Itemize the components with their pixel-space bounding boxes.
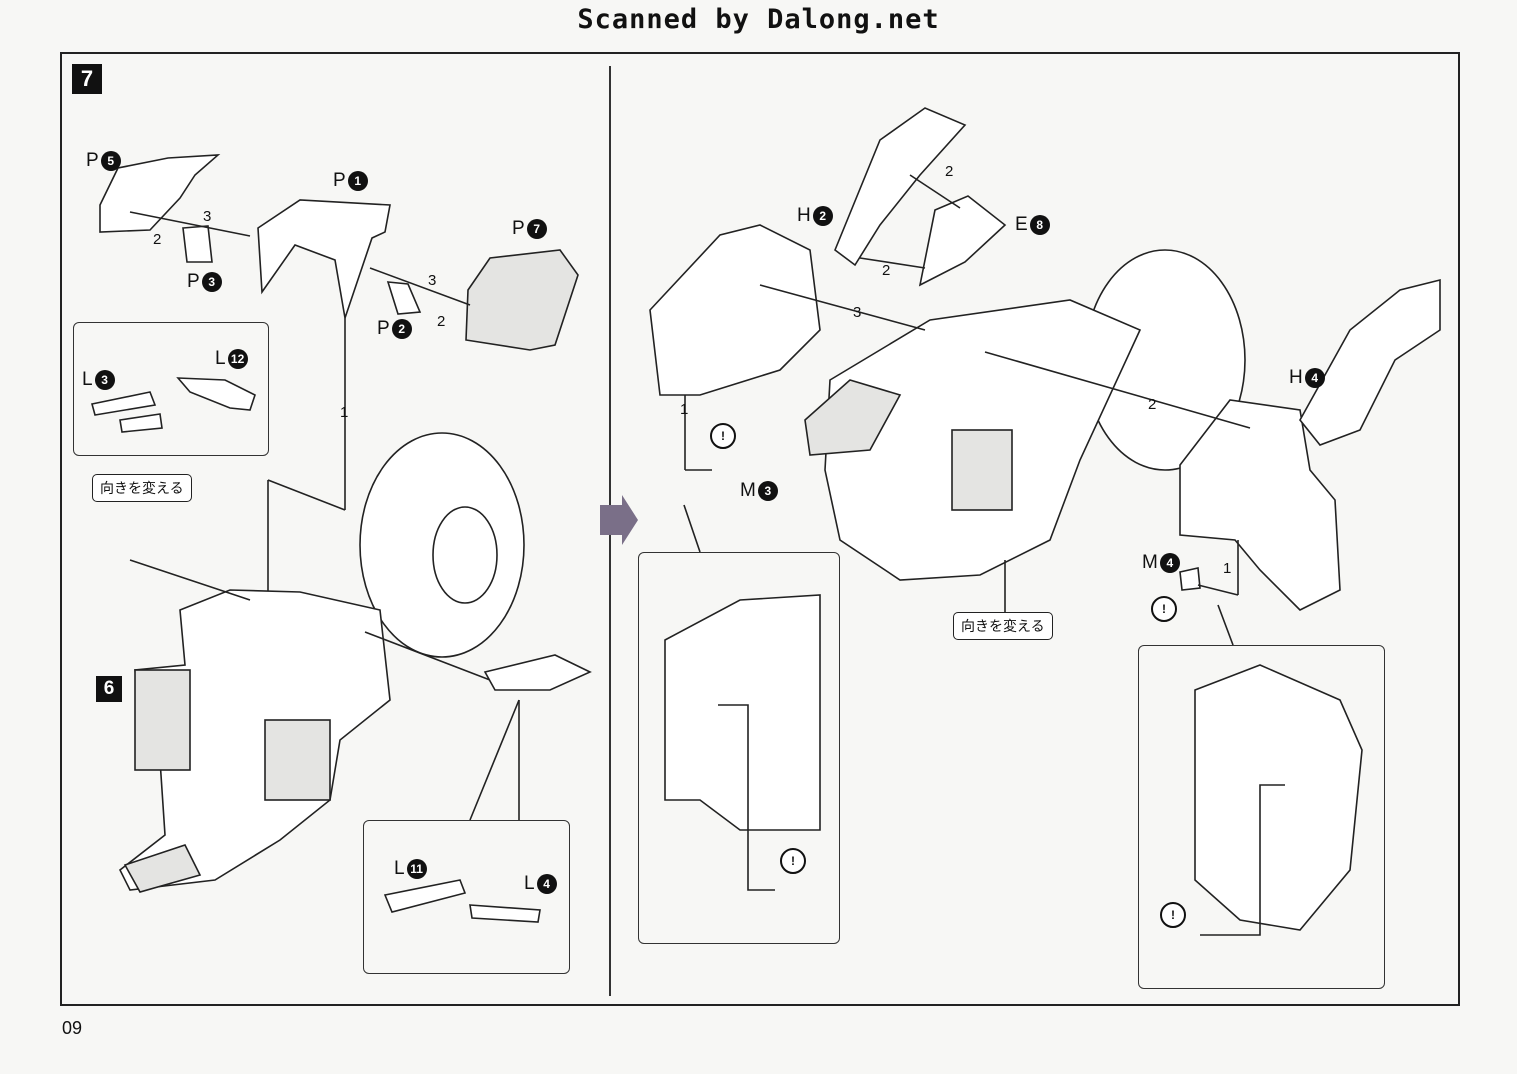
watermark: Scanned by Dalong.net	[577, 4, 940, 35]
caution-icon: !	[1160, 902, 1186, 928]
seq-mark: 3	[853, 304, 862, 321]
caution-icon: !	[710, 423, 736, 449]
seq-mark: 2	[1148, 396, 1157, 413]
seq-mark: 3	[428, 272, 437, 289]
left-fins	[134, 669, 191, 771]
part-p1-shape	[257, 199, 391, 319]
sub-step-number: 6	[96, 676, 122, 702]
part-p3-shape	[182, 225, 213, 263]
part-e8-shape	[918, 195, 1007, 287]
part-h4-housing	[1179, 399, 1341, 611]
orientation-note-right: 向きを変える	[953, 612, 1053, 640]
stage-arrow	[600, 495, 638, 545]
orientation-note-left: 向きを変える	[92, 474, 192, 502]
part-h2-shape	[834, 107, 967, 267]
inset-l3-l12	[73, 322, 269, 456]
inset-m3	[638, 552, 840, 944]
part-p2-shape	[386, 281, 422, 315]
inset-l11-l4	[363, 820, 570, 974]
part-h4-shape	[1299, 278, 1441, 446]
inset-m3-detail	[664, 594, 821, 831]
seq-mark: 2	[882, 262, 891, 279]
seq-mark: 1	[680, 401, 689, 418]
seq-mark: 1	[1223, 560, 1232, 577]
instruction-frame	[60, 52, 1460, 1006]
inset-m4	[1138, 645, 1385, 989]
part-p7-shape	[465, 249, 579, 351]
step-number: 7	[72, 64, 102, 94]
seq-mark: 1	[340, 404, 349, 421]
right-h2-housing	[649, 224, 821, 396]
caution-icon: !	[1151, 596, 1177, 622]
seq-mark: 2	[153, 231, 162, 248]
seq-mark: 2	[945, 163, 954, 180]
seq-mark: 2	[437, 313, 446, 330]
part-p5-shape	[99, 154, 221, 233]
page-number: 09	[62, 1018, 83, 1038]
caution-icon: !	[780, 848, 806, 874]
inset-m4-detail	[1194, 664, 1363, 931]
seq-mark: 3	[203, 208, 212, 225]
